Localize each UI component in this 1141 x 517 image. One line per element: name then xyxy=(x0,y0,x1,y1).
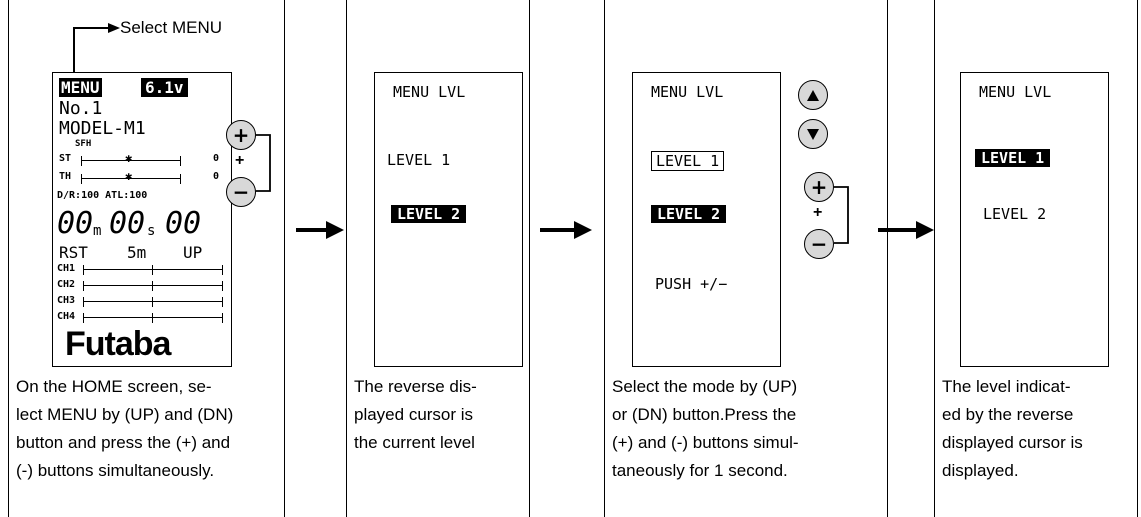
select-menu-arrow xyxy=(73,23,120,78)
flow-arrow-3 xyxy=(878,221,934,239)
caption-line: lect MENU by (UP) and (DN) xyxy=(16,405,234,424)
level-1-item-selected: LEVEL 1 xyxy=(975,149,1051,167)
voltage-readout: 6.1v xyxy=(141,78,188,97)
home-lcd-screen: MENU 6.1v No.1 MODEL-M1 SFH ST ✱ 0 TH ✱ … xyxy=(52,72,232,367)
lcd-title: MENU LVL xyxy=(979,83,1052,101)
timer-s-unit: s xyxy=(147,223,156,239)
up-label: UP xyxy=(183,243,203,262)
th-value: 0 xyxy=(213,171,220,182)
st-trim-bar: ✱ xyxy=(81,151,181,166)
caption-line: displayed cursor is xyxy=(942,433,1083,452)
select-menu-label: Select MENU xyxy=(120,18,223,37)
timer-seconds: 00 xyxy=(109,206,146,241)
push-hint: PUSH +/− xyxy=(655,275,728,293)
ch3-label: CH3 xyxy=(57,295,76,306)
caption-line: Select the mode by (UP) xyxy=(612,377,798,396)
th-trim-bar: ✱ xyxy=(81,169,181,184)
level-2-item-selected: LEVEL 2 xyxy=(391,205,467,223)
timer-minutes: 00 xyxy=(57,206,94,241)
panel-1-caption: On the HOME screen, se- lect MENU by (UP… xyxy=(16,373,233,485)
plus-button[interactable]: + xyxy=(804,172,834,202)
down-triangle-icon xyxy=(807,128,819,140)
ch4-label: CH4 xyxy=(57,311,76,322)
caption-line: button and press the (+) and xyxy=(16,433,231,452)
level-1-item: LEVEL 1 xyxy=(387,151,451,169)
panel-3-caption: Select the mode by (UP) or (DN) button.P… xyxy=(612,373,799,485)
caption-line: The reverse dis- xyxy=(354,377,477,396)
caption-line: the current level xyxy=(354,433,475,452)
menu-lvl-lcd-1: MENU LVL LEVEL 1 LEVEL 2 xyxy=(374,72,523,367)
th-trim-marker: ✱ xyxy=(125,169,133,183)
model-number: No.1 xyxy=(59,98,103,119)
flow-arrow-2 xyxy=(540,221,592,239)
st-label: ST xyxy=(59,153,72,164)
panel-displayed-level xyxy=(934,0,1138,517)
menu-tag: MENU xyxy=(59,78,102,97)
model-name: MODEL-M1 xyxy=(59,118,146,139)
caption-line: or (DN) button.Press the xyxy=(612,405,797,424)
caption-line: (+) and (-) buttons simul- xyxy=(612,433,799,452)
caption-line: ed by the reverse xyxy=(942,405,1074,424)
up-triangle-icon xyxy=(807,89,819,101)
caption-line: taneously for 1 second. xyxy=(612,461,788,480)
caption-line: played cursor is xyxy=(354,405,474,424)
menu-lvl-lcd-2: MENU LVL LEVEL 1 LEVEL 2 PUSH +/− xyxy=(632,72,781,367)
plus-connector-label: + xyxy=(235,152,245,169)
timer-m-unit: m xyxy=(93,223,102,239)
caption-line: displayed. xyxy=(942,461,1019,480)
panel-2-caption: The reverse dis- played cursor is the cu… xyxy=(354,373,477,457)
lcd-title: MENU LVL xyxy=(651,83,724,101)
plus-button[interactable]: + xyxy=(226,120,256,150)
ch3-bar xyxy=(83,297,223,307)
timer-mode: 5m xyxy=(127,243,147,262)
th-label: TH xyxy=(59,171,72,182)
panel-4-caption: The level indicat- ed by the reverse dis… xyxy=(942,373,1083,485)
minus-button[interactable]: − xyxy=(804,229,834,259)
flow-arrow-1 xyxy=(296,221,344,239)
ch2-label: CH2 xyxy=(57,279,76,290)
futaba-logo: Futaba xyxy=(65,325,171,363)
down-button[interactable] xyxy=(798,119,828,149)
ch1-label: CH1 xyxy=(57,263,76,274)
ch4-bar xyxy=(83,313,223,323)
level-1-item-outlined: LEVEL 1 xyxy=(651,151,725,171)
level-2-item: LEVEL 2 xyxy=(983,205,1047,223)
st-trim-marker: ✱ xyxy=(125,151,133,165)
timer-fraction: 00 xyxy=(165,206,202,241)
ch1-bar xyxy=(83,265,223,275)
dr-atl-readout: D/R:100 ATL:100 xyxy=(57,190,148,201)
panel-select-mode xyxy=(604,0,888,517)
menu-lvl-lcd-3: MENU LVL LEVEL 1 LEVEL 2 xyxy=(960,72,1109,367)
plus-minus-bracket xyxy=(256,134,271,192)
panel-current-level xyxy=(346,0,530,517)
caption-line: On the HOME screen, se- xyxy=(16,377,212,396)
plus-minus-bracket xyxy=(834,186,849,244)
rst-label: RST xyxy=(59,243,88,262)
ch2-bar xyxy=(83,281,223,291)
caption-line: (-) buttons simultaneously. xyxy=(16,461,215,480)
up-button[interactable] xyxy=(798,80,828,110)
level-2-item-selected: LEVEL 2 xyxy=(651,205,727,223)
sfh-label: SFH xyxy=(75,139,92,149)
lcd-title: MENU LVL xyxy=(393,83,466,101)
caption-line: The level indicat- xyxy=(942,377,1071,396)
st-value: 0 xyxy=(213,153,220,164)
plus-connector-label: + xyxy=(813,204,823,221)
minus-button[interactable]: − xyxy=(226,177,256,207)
panel-home xyxy=(8,0,285,517)
